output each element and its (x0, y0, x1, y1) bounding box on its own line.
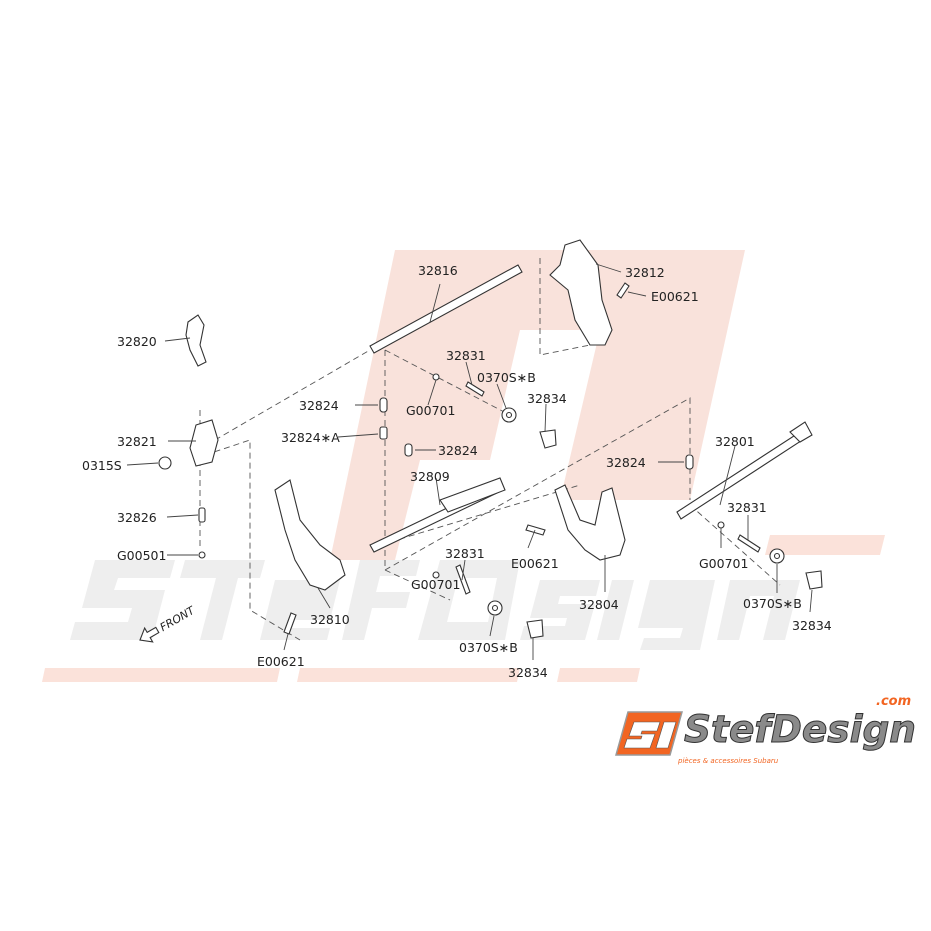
label-32826: 32826 (117, 510, 157, 525)
watermark-brand-graphic (70, 560, 800, 650)
watermark-domain-graphic (765, 535, 885, 555)
label-g00701: G00701 (406, 403, 455, 418)
fork-32812 (549, 239, 613, 346)
label-0370s-b: 0370S∗B (743, 596, 802, 611)
label-e00621: E00621 (511, 556, 559, 571)
watermark (42, 250, 885, 682)
label-32824: 32824 (299, 398, 339, 413)
label-0370s-b: 0370S∗B (459, 640, 518, 655)
shaft-32801 (676, 421, 813, 520)
label-32810: 32810 (310, 612, 350, 627)
block-32821 (158, 419, 219, 470)
small-parts (198, 282, 823, 639)
label-32809: 32809 (410, 469, 450, 484)
label-g00701: G00701 (699, 556, 748, 571)
logo-domain: .com (876, 694, 911, 709)
label-32824: 32824 (438, 443, 478, 458)
label-32820: 32820 (117, 334, 157, 349)
label-e00621: E00621 (257, 654, 305, 669)
label-e00621: E00621 (651, 289, 699, 304)
shaft-32809 (369, 477, 506, 553)
label-g00701: G00701 (411, 577, 460, 592)
fork-32810 (274, 479, 346, 591)
front-arrow-icon (139, 626, 160, 643)
label-32831: 32831 (445, 546, 485, 561)
watermark-sj-logo (330, 250, 745, 560)
logo-sj-letters (623, 721, 677, 749)
watermark-tagline-graphic (42, 668, 640, 682)
label-32812: 32812 (625, 265, 665, 280)
leader-lines (126, 263, 813, 660)
label-32834: 32834 (527, 391, 567, 406)
label-0370s-b: 0370S∗B (477, 370, 536, 385)
label-32804: 32804 (579, 597, 619, 612)
logo-brand: StefDesign (684, 708, 916, 751)
label-32801: 32801 (715, 434, 755, 449)
label-32831: 32831 (727, 500, 767, 515)
label-32834: 32834 (508, 665, 548, 680)
label-32824: 32824 (606, 455, 646, 470)
label-0315s: 0315S (82, 458, 122, 473)
label-32831: 32831 (446, 348, 486, 363)
lever-32820 (185, 314, 207, 367)
shaft-32816 (369, 264, 523, 354)
label-32821: 32821 (117, 434, 157, 449)
part-labels: 32816 32812 E00621 32820 32831 0370S∗B 3… (82, 263, 832, 680)
stefdesign-logo: StefDesign .com pièces & accessoires Sub… (615, 694, 917, 765)
label-32834: 32834 (792, 618, 832, 633)
fork-32804 (554, 484, 626, 561)
label-g00501: G00501 (117, 548, 166, 563)
label-32816: 32816 (418, 263, 458, 278)
logo-tagline: pièces & accessoires Subaru (677, 757, 779, 765)
front-label: FRONT (158, 603, 198, 634)
label-32824-a: 32824∗A (281, 430, 340, 445)
